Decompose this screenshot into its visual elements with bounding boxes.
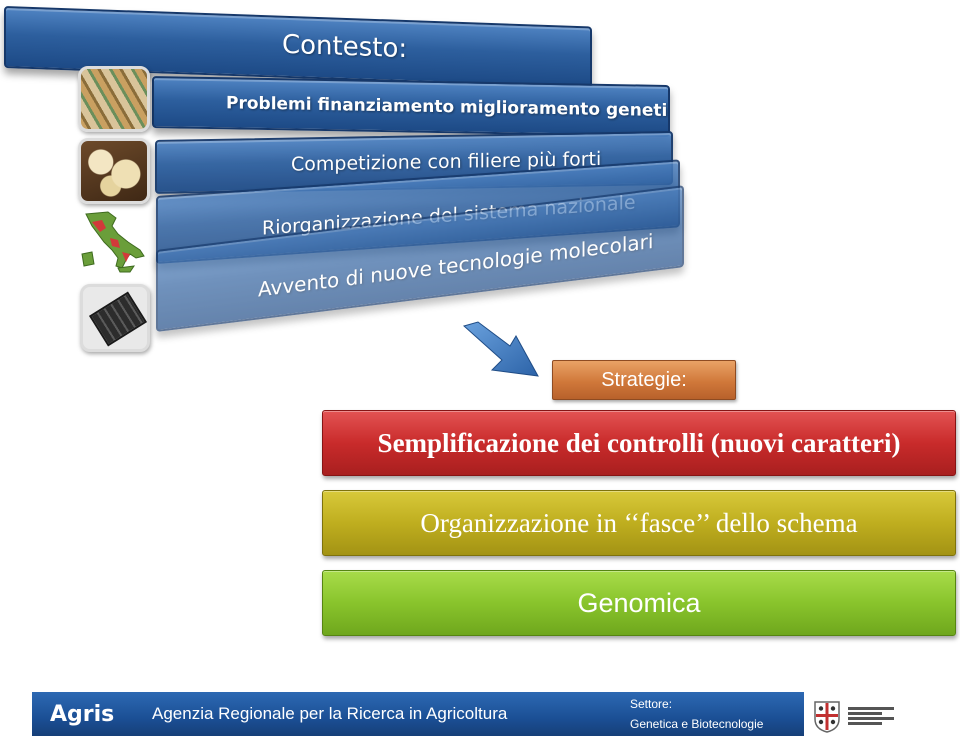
region-seal-logo [814, 701, 840, 733]
strategy-genomics: Genomica [322, 570, 956, 636]
logo-line [848, 707, 894, 710]
footer-agency: Agenzia Regionale per la Ricerca in Agri… [152, 704, 508, 723]
context-item-label: Problemi finanziamento miglioramento gen… [226, 93, 670, 122]
footer-brand: Agris [50, 701, 115, 727]
strategy-simplification: Semplificazione dei controlli (nuovi car… [322, 410, 956, 476]
context-item-funding: Problemi finanziamento miglioramento gen… [152, 76, 670, 138]
logo-line [848, 717, 894, 720]
context-title: Contesto: [282, 29, 408, 65]
italy-map-icon [81, 211, 145, 273]
logo-line [848, 712, 882, 715]
strategy-label: Genomica [577, 587, 701, 618]
strategy-label: Organizzazione in ‘‘fasce’’ dello schema [420, 507, 858, 538]
dna-chip-image [80, 284, 150, 352]
down-right-arrow-icon [462, 321, 539, 377]
region-logo [812, 696, 912, 736]
strategy-label: Semplificazione dei controlli (nuovi car… [377, 427, 901, 458]
money-image [78, 66, 150, 132]
strategy-organization: Organizzazione in ‘‘fasce’’ dello schema [322, 490, 956, 556]
footer-sector-label: Settore: [630, 697, 673, 711]
region-logo-wordmark [848, 707, 894, 725]
strategies-title: Strategie: [552, 360, 736, 400]
footer-sector-value: Genetica e Biotecnologie [630, 717, 764, 731]
logo-line [848, 722, 882, 725]
footer-bar: Agris Agenzia Regionale per la Ricerca i… [32, 692, 804, 736]
cheese-image [78, 138, 150, 204]
italy-map-image [78, 208, 150, 274]
context-item-label: Avvento di nuove tecnologie molecolari [258, 228, 654, 302]
chip-graphic [88, 291, 147, 347]
footer-sector: Settore: Genetica e Biotecnologie [630, 694, 763, 734]
